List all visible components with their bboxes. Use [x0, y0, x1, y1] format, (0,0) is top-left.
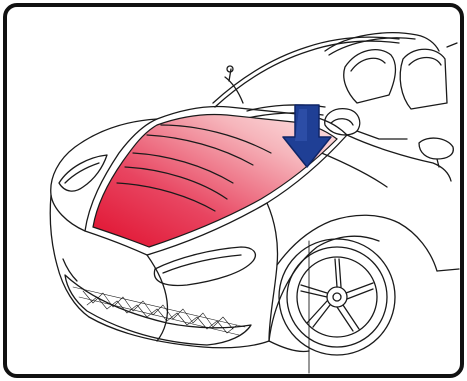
seat-left [344, 50, 396, 103]
figure-frame [3, 3, 464, 378]
front-wheel [279, 239, 395, 355]
headlight-right [154, 247, 255, 285]
car-illustration [7, 7, 460, 374]
side-mirror [419, 138, 453, 159]
windshield-frame [213, 37, 399, 103]
